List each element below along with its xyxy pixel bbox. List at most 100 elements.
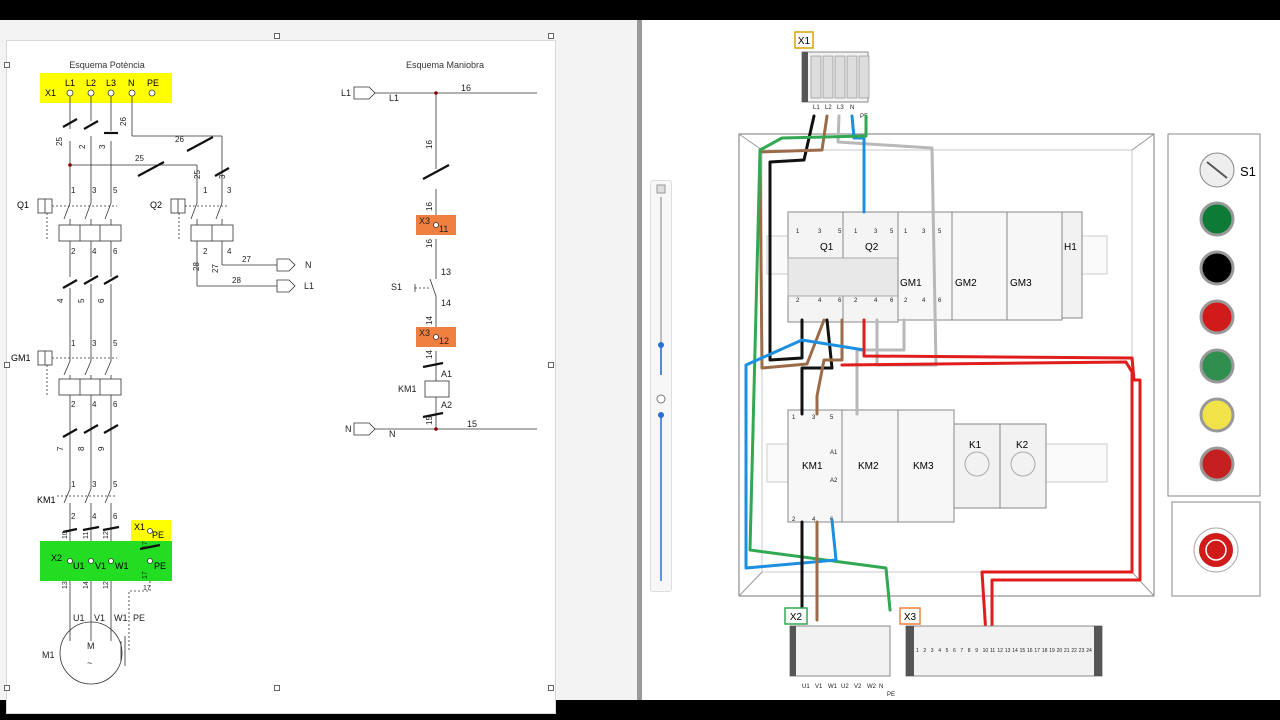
x3-terminal-num: 1 <box>916 648 919 654</box>
motor-terminal-w1: W1 <box>114 613 128 623</box>
pilot-light-yellow[interactable] <box>1199 397 1235 433</box>
panel-gm2-label: GM2 <box>955 278 977 289</box>
x3-terminal-num: 5 <box>946 648 949 654</box>
q1-terminal: 2 <box>71 247 76 256</box>
terminal-l2: L2 <box>86 78 96 88</box>
wire-num: 28 <box>232 276 241 285</box>
schematic-canvas: Esquema Potència Esquema Maniobra X1 L1 … <box>6 40 556 714</box>
panel-layout-pane: X1 L1 L2 L3 N PE Q1 Q2 1 3 5 <box>642 20 1280 700</box>
pane-splitter[interactable] <box>637 20 642 700</box>
terminal-num: 4 <box>818 298 822 304</box>
resize-handle[interactable] <box>274 33 280 39</box>
resize-handle[interactable] <box>548 33 554 39</box>
panel-q2-label: Q2 <box>865 242 879 253</box>
terminal-num: 3 <box>874 229 878 235</box>
x2-tag <box>784 607 808 625</box>
pilot-light-green-2[interactable] <box>1199 348 1235 384</box>
terminal-n: N <box>128 78 135 88</box>
x1-label: X1 <box>45 88 56 98</box>
q2-terminal: 4 <box>227 247 232 256</box>
x3-terminal-num: 22 <box>1071 648 1077 654</box>
resize-handle[interactable] <box>4 685 10 691</box>
rotate-icon[interactable] <box>656 394 666 404</box>
x3-terminal-num: 10 <box>983 648 989 654</box>
terminal-num: 4 <box>874 298 878 304</box>
gm1-terminal: 2 <box>71 400 76 409</box>
q2-terminal: 2 <box>203 247 208 256</box>
q2-terminal: 1 <box>203 186 208 195</box>
x3-terminal-block <box>905 625 1103 677</box>
x3-terminal-num: 20 <box>1057 648 1063 654</box>
x3-terminal-num: 14 <box>1012 648 1018 654</box>
wire-num: 5 <box>77 298 86 303</box>
x3-terminal-num: 23 <box>1079 648 1085 654</box>
q1-terminal: 1 <box>71 186 76 195</box>
km1-terminal: 1 <box>71 480 76 489</box>
x2-terminal: U2 <box>841 684 849 690</box>
panel-k1-label: K1 <box>969 440 982 451</box>
rotate-slider-thumb[interactable] <box>658 412 664 418</box>
resize-handle[interactable] <box>274 685 280 691</box>
zoom-slider-panel <box>650 180 672 592</box>
relay-k1 <box>953 423 1001 509</box>
schematic-pane: Esquema Potència Esquema Maniobra X1 L1 … <box>0 20 640 714</box>
panel-x2-label: X2 <box>790 612 803 623</box>
x1-pe-x1: X1 <box>134 522 145 532</box>
km1-terminal: 2 <box>71 512 76 521</box>
resize-handle[interactable] <box>548 362 554 368</box>
x3-terminal-num: 21 <box>1064 648 1070 654</box>
x2-terminal-block <box>789 625 891 677</box>
schematic-drawing: Esquema Potència Esquema Maniobra X1 L1 … <box>11 60 537 685</box>
q1-terminal: 3 <box>92 186 97 195</box>
wire-num: 10 <box>62 531 69 539</box>
panel-drawing: X1 L1 L2 L3 N PE Q1 Q2 1 3 5 <box>738 31 1261 698</box>
x1-terminal: L2 <box>825 105 832 111</box>
terminal-num: 1 <box>796 229 800 235</box>
terminal-pe: PE <box>147 78 159 88</box>
coil-a2: A2 <box>830 478 838 484</box>
q1-label: Q1 <box>17 200 29 210</box>
pilot-light-green[interactable] <box>1199 201 1235 237</box>
wire-num: 17 <box>143 585 151 592</box>
wire-num: 7 <box>56 446 65 451</box>
km-terminal: 3 <box>812 415 816 421</box>
km1-coil-label: KM1 <box>398 384 417 394</box>
coil-a2: A2 <box>441 400 452 410</box>
resize-handle[interactable] <box>4 362 10 368</box>
x2-terminal: V1 <box>815 684 823 690</box>
x3-terminal-num: 16 <box>1027 648 1033 654</box>
panel-km3-label: KM3 <box>913 461 934 472</box>
control-l1: L1 <box>341 88 351 98</box>
gm1-terminal: 6 <box>113 400 118 409</box>
wire-num: 8 <box>77 446 86 451</box>
pushbutton-red[interactable] <box>1199 299 1235 335</box>
q2-label: Q2 <box>150 200 162 210</box>
x3-tag <box>899 607 921 625</box>
zoom-slider-thumb[interactable] <box>658 342 664 348</box>
x3-terminal-num: 3 <box>931 648 934 654</box>
x1-terminal: N <box>850 105 854 111</box>
resize-handle[interactable] <box>4 62 10 68</box>
terminal-num: 2 <box>854 298 858 304</box>
wire-num: 25 <box>193 170 202 179</box>
x3-terminal-11: 11 <box>439 224 448 234</box>
wire-num: 27 <box>242 255 251 264</box>
wire-num: 26 <box>175 135 184 144</box>
x2-terminal-v1: V1 <box>95 561 106 571</box>
terminal-num: 6 <box>838 298 842 304</box>
q1-terminal: 6 <box>113 247 118 256</box>
terminal-num: 2 <box>796 298 800 304</box>
x3-label: X3 <box>419 216 430 226</box>
s1-label: S1 <box>391 282 402 292</box>
x3-terminal-num: 12 <box>997 648 1003 654</box>
x3-label-2: X3 <box>419 328 430 338</box>
pilot-light-red[interactable] <box>1199 446 1235 482</box>
coil-a1: A1 <box>441 369 452 379</box>
wire-num: 17 <box>142 571 149 579</box>
x2-terminal-pe: PE <box>887 692 895 698</box>
pushbutton-black[interactable] <box>1199 250 1235 286</box>
control-l1-wire: L1 <box>389 93 399 103</box>
resize-handle[interactable] <box>548 685 554 691</box>
zoom-in-icon[interactable] <box>656 184 666 194</box>
output-l1: L1 <box>304 281 314 291</box>
